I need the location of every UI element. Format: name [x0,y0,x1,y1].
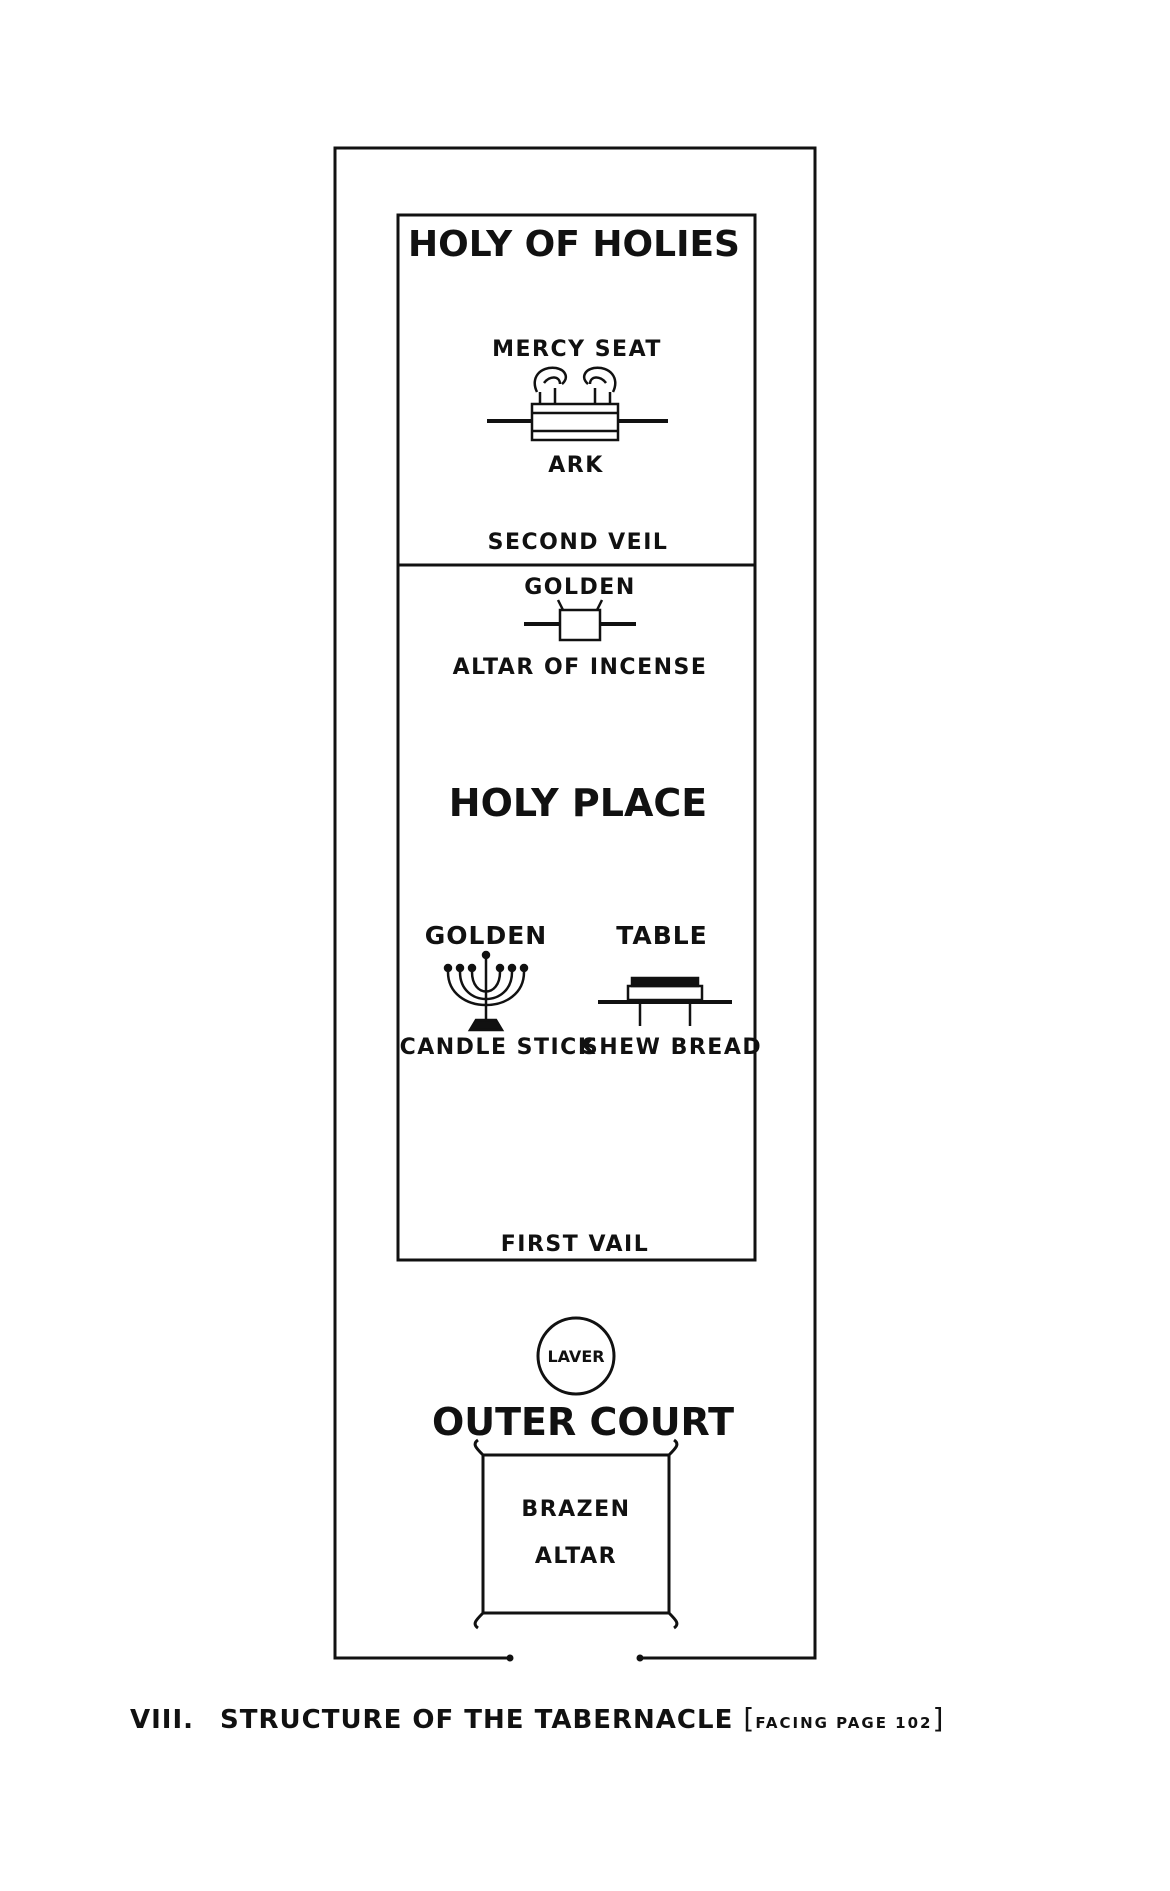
shew-bread-label: SHEW BREAD [582,1035,762,1060]
gate-post-left [506,1654,514,1662]
table-top-label: TABLE [616,921,708,950]
holy-place-room [396,563,757,1262]
altar-of-incense-top-label: GOLDEN [524,575,635,600]
altar-label: ALTAR [535,1544,617,1569]
brazen-label: BRAZEN [521,1497,630,1522]
candlestick-top-label: GOLDEN [425,921,547,950]
laver-label: LAVER [547,1347,604,1366]
holy-place-label: HOLY PLACE [449,781,707,825]
caption-bracket-close: ] [932,1702,945,1735]
caption-number: VIII. [130,1705,195,1735]
ark-icon [487,366,668,442]
mercy-seat-label: MERCY SEAT [492,337,662,362]
brazen-altar-icon [473,1438,679,1630]
caption-facing-page: FACING PAGE 102 [755,1714,933,1732]
candlestick-icon [443,950,529,1032]
second-veil-label: SECOND VEIL [488,530,669,555]
laver-icon [536,1316,616,1396]
ark-label: ARK [548,453,604,478]
outer-court-label: OUTER COURT [432,1400,734,1444]
outer-court-boundary [333,146,817,1660]
gate-post-right [636,1654,644,1662]
candlestick-label: CANDLE STICK [400,1035,597,1060]
altar-of-incense-label: ALTAR OF INCENSE [453,655,708,680]
caption-bracket-open: [ [743,1702,756,1735]
shew-bread-table-icon [598,976,732,1026]
holy-of-holies-room [396,213,757,567]
holy-of-holies-label: HOLY OF HOLIES [408,224,740,265]
first-vail-label: FIRST VAIL [501,1232,649,1257]
figure-caption: VIII. STRUCTURE OF THE TABERNACLE [FACING… [130,1702,1050,1735]
altar-of-incense-icon [524,599,636,642]
caption-title: STRUCTURE OF THE TABERNACLE [220,1705,734,1735]
